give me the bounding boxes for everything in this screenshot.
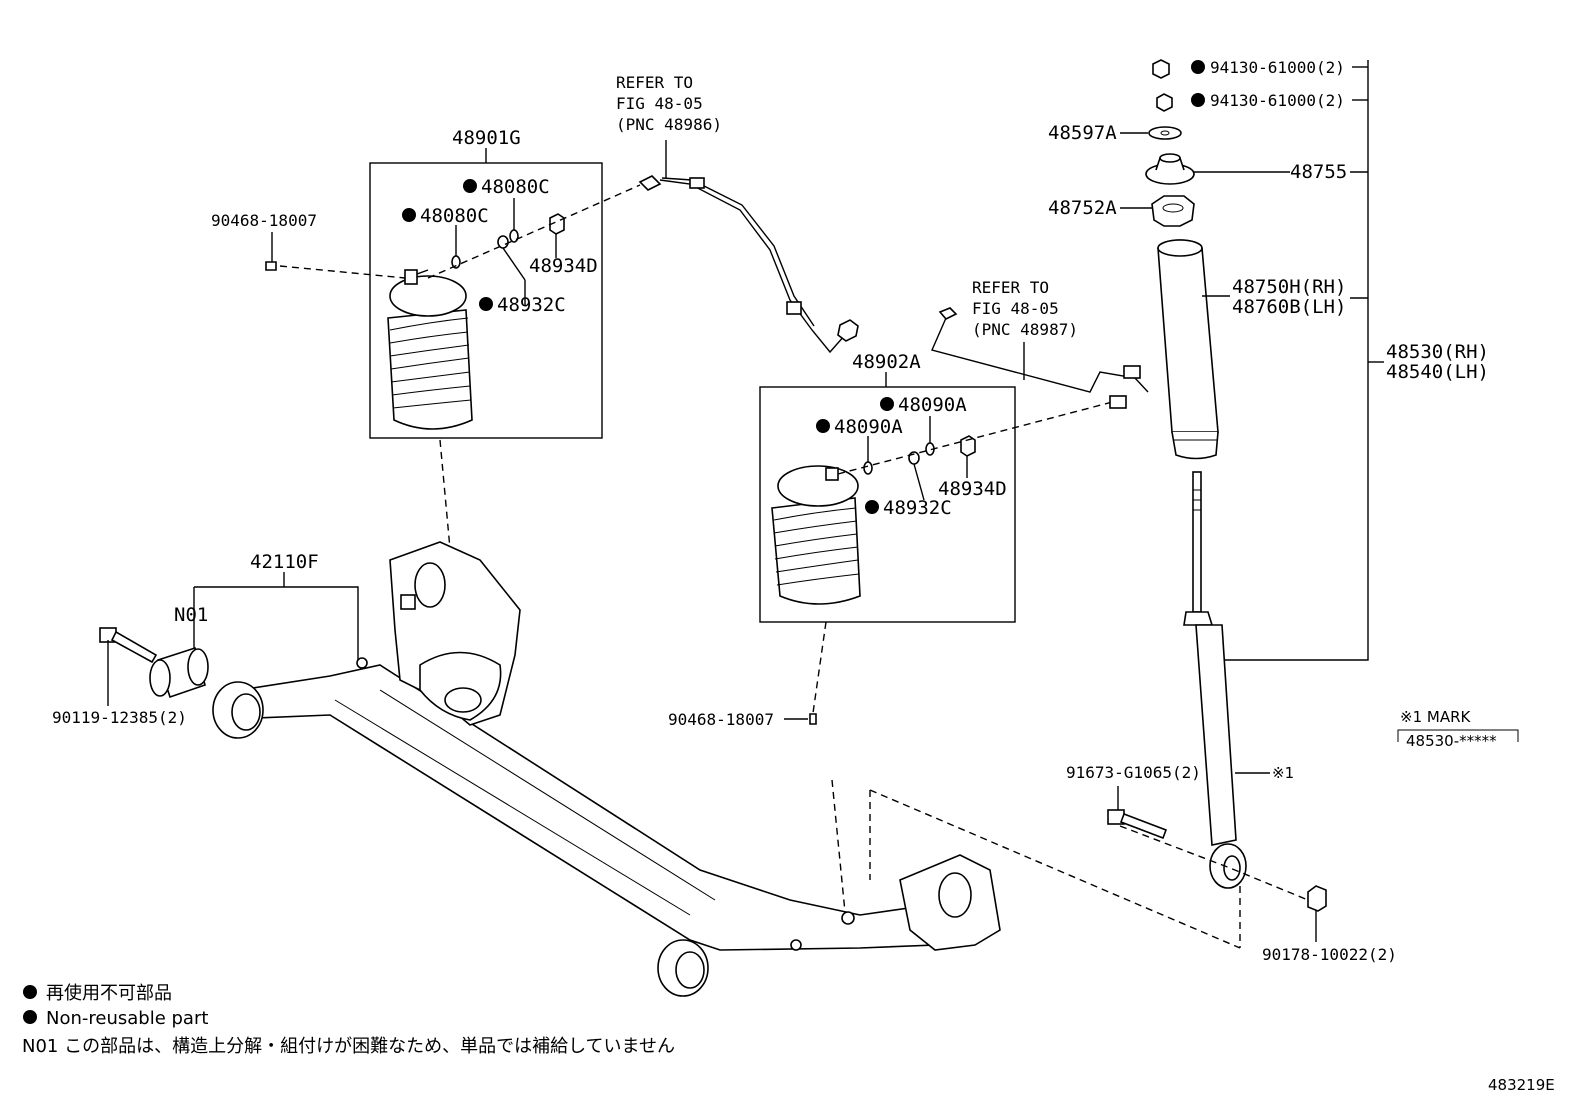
legend-line-3: N01 この部品は、構造上分解・組付けが困難なため、単品では補給していません: [22, 1036, 675, 1057]
part-label-48080C-lower: 48080C: [420, 205, 489, 227]
shock-absorber: [1183, 471, 1247, 889]
group-box-48902A: [759, 386, 1016, 623]
legend-dot-2: [23, 1010, 37, 1024]
bolt-90119: [99, 627, 158, 664]
mark-box-value: 48530-*****: [1406, 732, 1497, 750]
part-label-48755: 48755: [1290, 161, 1347, 183]
part-label-48760B: 48760B(LH): [1232, 296, 1346, 318]
part-label-48597A: 48597A: [1048, 122, 1117, 144]
bushing-N01: [149, 646, 209, 699]
part-label-48530: 48530(RH): [1386, 341, 1489, 363]
mark-box: ※1 MARK 48530-*****: [1397, 708, 1519, 750]
refer-label-1-line3: (PNC 48986): [616, 115, 722, 134]
rear-axle-beam-42110F: [212, 541, 1001, 997]
bolt-91673: [1107, 809, 1168, 840]
refer-label-2-line1: REFER TO: [972, 278, 1049, 297]
part-label-91673: 91673-G1065(2): [1066, 763, 1201, 782]
bolt-90468-right: [809, 713, 817, 725]
nut-90178: [1307, 885, 1327, 912]
part-label-48934D-left: 48934D: [529, 255, 598, 277]
bolt-90468-left: [265, 261, 277, 271]
dust-boot-48750H: [1157, 239, 1219, 460]
part-label-48080C-upper: 48080C: [481, 176, 550, 198]
part-label-48750H: 48750H(RH): [1232, 276, 1346, 298]
legend-line-1: 再使用不可部品: [46, 983, 172, 1004]
o-ring-48080C-upper: [509, 229, 519, 243]
part-label-90178: 90178-10022(2): [1262, 945, 1397, 964]
washer-48597A: [1148, 126, 1182, 140]
brake-hose-left: [638, 175, 859, 354]
part-label-48902A: 48902A: [852, 351, 921, 373]
part-label-48932C-left: 48932C: [497, 294, 566, 316]
part-label-48752A: 48752A: [1048, 197, 1117, 219]
legend-dot-1: [23, 985, 37, 999]
part-label-90468-right: 90468-18007: [668, 710, 774, 729]
part-label-42110F: 42110F: [250, 551, 319, 573]
part-label-94130-lower: 94130-61000(2): [1210, 91, 1345, 110]
bracket-48752A: [1151, 195, 1195, 227]
part-label-48934D-right: 48934D: [938, 478, 1007, 500]
part-label-90119: 90119-12385(2): [52, 708, 187, 727]
part-label-48540: 48540(LH): [1386, 361, 1489, 383]
part-label-48090A-upper: 48090A: [898, 394, 967, 416]
nut-48934D-right: [960, 435, 976, 457]
part-label-90468-left: 90468-18007: [211, 211, 317, 230]
o-ring-48090A-lower: [863, 461, 873, 475]
figure-id: 483219E: [1488, 1076, 1555, 1094]
refer-label-1-line1: REFER TO: [616, 73, 693, 92]
part-label-N01: N01: [174, 604, 208, 626]
legend-line-2: Non-reusable part: [46, 1008, 208, 1029]
refer-label-2-line2: FIG 48-05: [972, 299, 1059, 318]
air-spring-bellows-right: [771, 465, 861, 605]
cushion-48755: [1145, 153, 1195, 185]
refer-label-2-line3: (PNC 48987): [972, 320, 1078, 339]
nut-94130-upper: [1152, 59, 1170, 79]
nut-94130-lower: [1156, 93, 1173, 112]
part-label-48901G: 48901G: [452, 127, 521, 149]
nut-48934D: [549, 213, 565, 235]
mark-box-title: ※1 MARK: [1400, 708, 1472, 726]
part-label-48932C-right: 48932C: [883, 497, 952, 519]
part-label-mark1: ※1: [1272, 764, 1294, 782]
brake-hose-right: [931, 307, 1149, 409]
part-label-48090A-lower: 48090A: [834, 416, 903, 438]
part-label-94130-upper: 94130-61000(2): [1210, 58, 1345, 77]
air-spring-bellows-left: [387, 269, 473, 430]
refer-label-1-line2: FIG 48-05: [616, 94, 703, 113]
